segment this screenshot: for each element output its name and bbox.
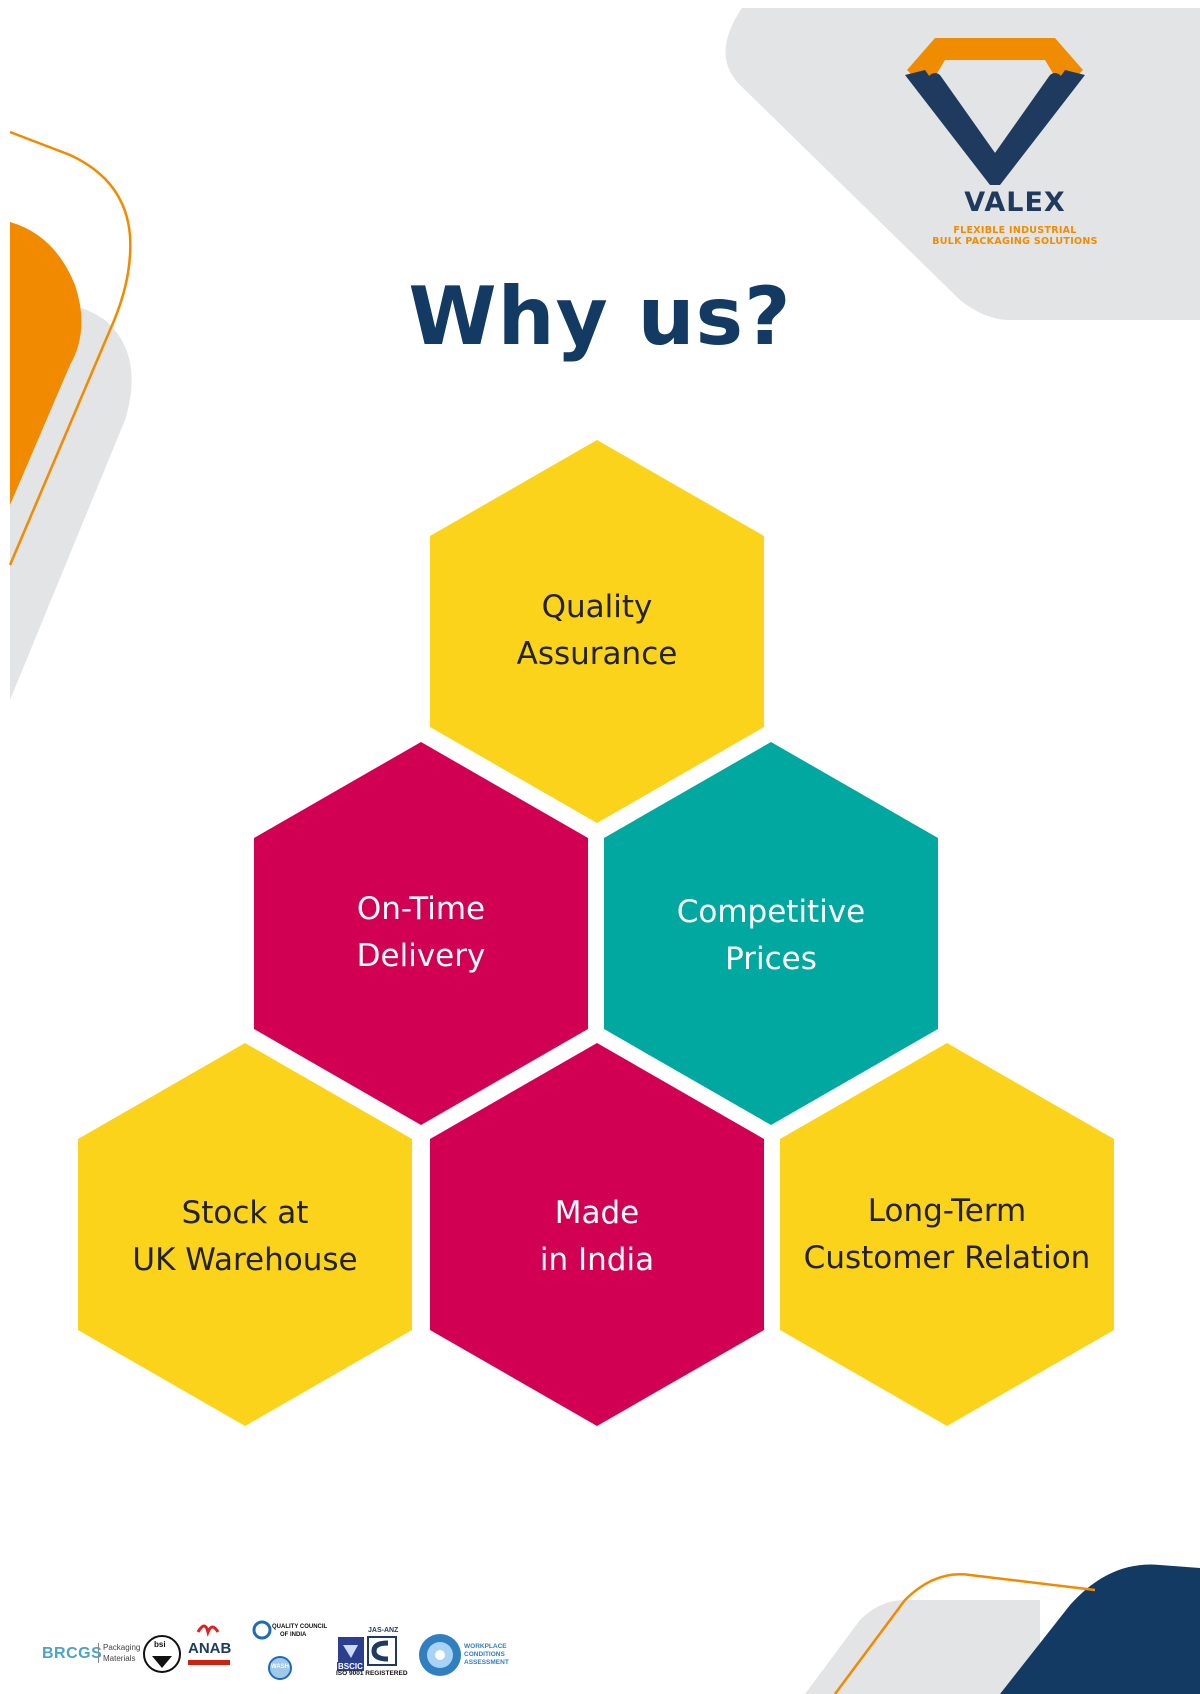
brcgs-sub-line1: Packaging — [98, 1643, 140, 1652]
qci-logo-icon — [252, 1620, 292, 1680]
jas-anz-logo-icon — [367, 1636, 397, 1666]
hex-quality-assurance — [430, 440, 764, 823]
bsi-logo-icon — [143, 1635, 181, 1673]
bsi-logo-text: bsi — [154, 1640, 166, 1649]
feature-label: Competitive Prices — [611, 889, 931, 983]
feature-line2: Prices — [725, 941, 817, 977]
anab-logo-text: ANAB — [188, 1640, 232, 1657]
feature-line1: Made — [554, 1195, 640, 1231]
feature-line2: UK Warehouse — [132, 1242, 358, 1278]
feature-label: Made in India — [437, 1190, 757, 1284]
feature-line2: Assurance — [516, 636, 678, 672]
feature-label: Long-Term Customer Relation — [787, 1188, 1107, 1282]
wca-line1: WORKPLACE — [464, 1643, 507, 1650]
hex-stock-uk-warehouse — [78, 1043, 412, 1426]
page-title: Why us? — [408, 270, 792, 363]
feature-line1: Competitive — [676, 894, 866, 930]
feature-label: On-Time Delivery — [261, 886, 581, 980]
feature-line2: in India — [539, 1242, 655, 1278]
left-orange-line — [8, 130, 132, 566]
bottom-navy-shape — [1000, 1564, 1200, 1694]
brcgs-logo-text: BRCGS — [42, 1645, 103, 1662]
bottom-orange-line — [833, 1573, 1096, 1694]
qci-badge-text: WASH — [271, 1664, 289, 1670]
bscic-logo-icon — [338, 1637, 364, 1665]
brand-tagline-line2: BULK PACKAGING SOLUTIONS — [932, 236, 1098, 247]
feature-line2: Customer Relation — [803, 1240, 1091, 1276]
brand-tagline-line1: FLEXIBLE INDUSTRIAL — [953, 225, 1077, 236]
wca-logo-icon — [419, 1634, 461, 1676]
wca-line3: ASSESSMENT — [464, 1659, 509, 1666]
qci-line1: QUALITY COUNCIL — [272, 1624, 328, 1630]
jas-anz-text: JAS-ANZ — [368, 1627, 399, 1634]
wca-line2: CONDITIONS — [464, 1651, 505, 1658]
feature-line1: Long-Term — [867, 1193, 1027, 1229]
feature-line2: Delivery — [356, 938, 486, 974]
valex-logo-icon — [905, 38, 1085, 185]
brand-name: VALEX — [964, 187, 1066, 218]
feature-line1: Quality — [541, 589, 653, 625]
left-orange-shape — [10, 222, 82, 505]
brcgs-sub-line2: Materials — [98, 1654, 135, 1663]
hex-competitive-prices — [604, 742, 938, 1125]
feature-line1: Stock at — [181, 1195, 309, 1231]
bottom-grey-shape — [805, 1600, 1040, 1694]
hex-long-term-customer — [780, 1043, 1114, 1426]
hex-on-time-delivery — [254, 742, 588, 1125]
bscic-text: BSCIC — [337, 1662, 364, 1671]
logo-backdrop-shape — [725, 8, 1200, 320]
feature-line1: On-Time — [356, 891, 486, 927]
feature-label: Stock at UK Warehouse — [85, 1190, 405, 1284]
qci-line2: OF INDIA — [280, 1632, 307, 1638]
feature-label: Quality Assurance — [437, 584, 757, 678]
anab-logo-icon — [188, 1624, 230, 1665]
hex-made-in-india — [430, 1043, 764, 1426]
iso-registered-text: ISO 9001 REGISTERED — [336, 1670, 408, 1677]
